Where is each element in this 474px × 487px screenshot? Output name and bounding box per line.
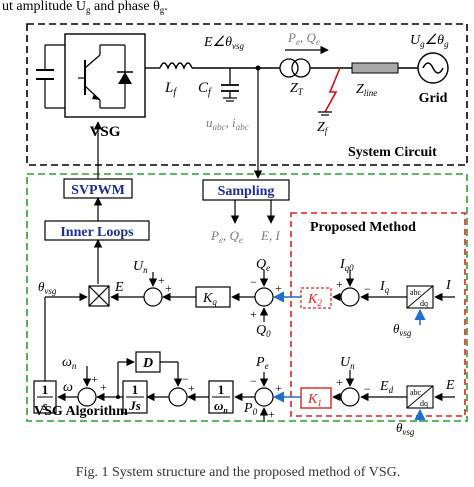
iq-sign: − [364,282,371,296]
capacitor-cf [221,68,239,102]
vsg-converter [36,33,160,118]
e-input-label: E [445,378,455,393]
ug-label: Ug∠θg [410,33,449,49]
system-circuit-label: System Circuit [348,145,437,160]
iq0-sign: + [336,277,343,291]
zf-label: Zf [317,120,329,136]
p-sum-junction [254,387,274,407]
un-top-label: Un [133,259,148,275]
lf-label: Lf [164,80,177,98]
js-den: Js [128,398,141,413]
p0-sign: + [268,407,275,421]
vsg-algorithm-boundary [26,173,468,422]
e-angle-label: E∠θvsg [203,35,244,51]
un-bottom-sign: + [336,375,343,389]
grid-source-icon [417,52,449,84]
proposed-method-boundary [290,212,466,417]
q0-sign: + [250,307,257,321]
theta-vsg-top-label: θvsg [393,321,412,338]
ed-label: Ed [379,379,394,395]
k1-sign: + [275,381,282,395]
cf-label: Cf [198,80,212,98]
fault-ground [318,111,332,116]
k2-block [300,287,332,309]
un-top-sign: + [158,273,165,287]
zt-label: ZT [290,81,304,97]
k2-sign: + [275,281,282,295]
multiplier-block [88,285,110,307]
inv-omega-n-den: ωn [214,398,228,415]
k1-block [300,387,332,409]
inv-omega-n-num: 1 [218,382,225,397]
grid-label: Grid [419,91,448,106]
qe-label: Qe [256,257,270,273]
transformer-secondary [291,58,311,78]
u-sum-junction [143,287,163,307]
un-bottom-label: Un [340,355,355,371]
k2-label: K2 [307,292,322,308]
d-label: D [142,356,153,371]
k1-label: K1 [307,392,322,408]
q0-label: Q0 [256,323,271,339]
figure-caption: Fig. 1 System structure and the proposed… [76,465,400,480]
abc-dq-bottom-dq: dq [420,399,428,408]
abc-dq-top-abc: abc [410,288,422,297]
int-num: 1 [42,382,49,397]
power-flow-label: Pe, Qe [287,30,320,47]
vsg-label: VSG [90,124,121,140]
q-sum-junction [254,287,274,307]
int-den: s [41,398,47,413]
iq-label: Iq [379,279,390,295]
inner-loops-label: Inner Loops [60,225,134,240]
omega-label: ω [63,380,73,395]
qe-sign: − [250,275,257,289]
js-sign: + [100,380,107,394]
js-num: 1 [132,382,139,397]
transformer-primary [279,58,299,78]
e-label: E [114,280,124,295]
damping-sum-junction [168,387,188,407]
inv-omega-sign: + [188,381,195,395]
kq-label: Kq [202,291,217,307]
omega-n-sign: + [91,372,98,386]
abc-dq-bottom-abc: abc [410,388,422,397]
inductor-lf [159,62,193,70]
svpwm-label: SVPWM [71,183,125,198]
measured-signals-label: uabc, iabc [206,115,249,132]
header-fragment: ut amplitude Ug and phase θg. [2,0,168,15]
zline-label: Zline [356,82,377,98]
iq0-label: Iq0 [339,257,354,273]
sampling-out2-label: E, I [260,228,280,243]
proposed-method-label: Proposed Method [310,220,416,235]
damping-sign: − [182,372,189,386]
vsg-algorithm-label: VSG Algorithm [34,404,128,419]
fault-bolt [324,67,341,113]
omega-n-label: ωn [62,355,77,371]
p0-label: P0 [243,401,258,417]
abc-dq-top-dq: dq [420,299,428,308]
sampling-label: Sampling [218,184,275,199]
i-input-label: I [445,278,452,293]
sampling-out1-label: Pe, Qe [210,228,243,245]
system-circuit-boundary [26,23,468,166]
pe-sign: − [250,374,257,388]
theta-vsg-bottom-label: θvsg [396,420,415,437]
iq-sum-junction [340,287,360,307]
kq-sign: + [165,281,172,295]
ed-sign: − [364,382,371,396]
sampling-block [202,179,290,201]
theta-vsg-left-label: θvsg [38,279,57,296]
line-impedance [351,62,399,74]
pe-label: Pe [255,355,269,371]
ud-sum-junction [340,387,360,407]
